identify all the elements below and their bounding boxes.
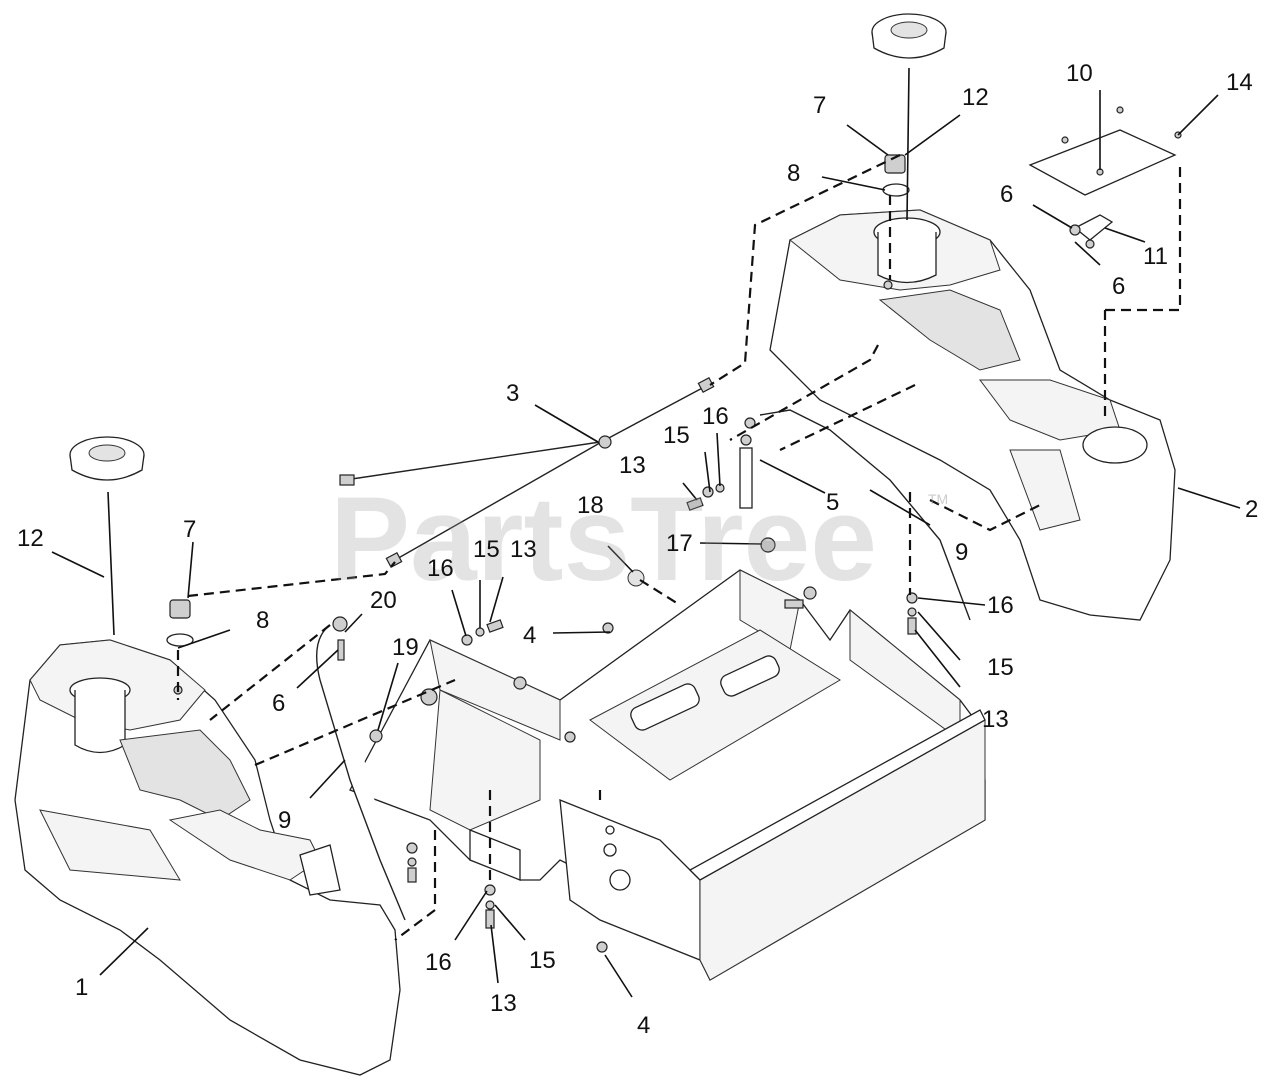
fuel-cap-left bbox=[69, 436, 145, 481]
callout-9: 9 bbox=[278, 807, 291, 834]
fuel-cap-right bbox=[871, 13, 947, 59]
callout-6: 6 bbox=[272, 690, 285, 717]
bolt-stack-center bbox=[461, 483, 725, 646]
callout-7: 7 bbox=[813, 92, 826, 119]
watermark-trademark: TM bbox=[928, 491, 948, 507]
callout-5: 5 bbox=[826, 489, 839, 516]
callout-13: 13 bbox=[982, 706, 1009, 733]
fuel-valve-7-right bbox=[882, 154, 910, 197]
callout-10: 10 bbox=[1066, 60, 1093, 87]
valve-bracket-11 bbox=[1069, 214, 1114, 249]
callout-13: 13 bbox=[619, 452, 646, 479]
callout-15: 15 bbox=[473, 536, 500, 563]
leader-lines bbox=[51, 67, 1241, 998]
callout-20: 20 bbox=[370, 587, 397, 614]
callout-16: 16 bbox=[702, 403, 729, 430]
clamp-4 bbox=[596, 622, 614, 953]
bolt-stack-lower bbox=[406, 842, 496, 929]
callout-15: 15 bbox=[987, 654, 1014, 681]
grommet-18 bbox=[627, 569, 645, 587]
callouts: 1 2 3 4 4 5 6 6 6 7 7 8 8 9 9 10 11 12 1… bbox=[17, 60, 1258, 1039]
fuel-valve-7-left bbox=[166, 599, 194, 647]
callout-12: 12 bbox=[17, 525, 44, 552]
callout-4: 4 bbox=[523, 622, 536, 649]
callout-3: 3 bbox=[506, 380, 519, 407]
callout-1: 1 bbox=[75, 974, 88, 1001]
assembly-lines bbox=[176, 154, 1182, 941]
callout-11: 11 bbox=[1143, 243, 1168, 270]
callout-16: 16 bbox=[425, 949, 452, 976]
callout-16: 16 bbox=[987, 592, 1014, 619]
vent-plate-10 bbox=[1028, 106, 1182, 196]
callout-7: 7 bbox=[183, 516, 196, 543]
callout-2: 2 bbox=[1245, 496, 1258, 523]
fitting-20 bbox=[332, 616, 348, 661]
callout-14: 14 bbox=[1226, 69, 1253, 96]
callout-13: 13 bbox=[490, 990, 517, 1017]
callout-13: 13 bbox=[510, 536, 537, 563]
frame-chassis bbox=[349, 569, 986, 981]
callout-16: 16 bbox=[427, 555, 454, 582]
callout-15: 15 bbox=[529, 947, 556, 974]
clip-17 bbox=[760, 537, 776, 553]
watermark: PartsTree TM bbox=[330, 472, 948, 606]
callout-19: 19 bbox=[392, 634, 419, 661]
callout-18: 18 bbox=[577, 492, 604, 519]
callout-15: 15 bbox=[663, 422, 690, 449]
right-fuel-tank bbox=[769, 209, 1176, 621]
callout-4: 4 bbox=[637, 1012, 650, 1039]
fuel-hose-9-right bbox=[759, 409, 971, 621]
callout-8: 8 bbox=[256, 607, 269, 634]
callout-6: 6 bbox=[1112, 273, 1125, 300]
callout-12: 12 bbox=[962, 84, 989, 111]
clip-19 bbox=[369, 729, 383, 743]
fuel-filter-5 bbox=[739, 417, 756, 509]
callout-9: 9 bbox=[955, 539, 968, 566]
callout-8: 8 bbox=[787, 160, 800, 187]
callout-6: 6 bbox=[1000, 181, 1013, 208]
left-fuel-tank bbox=[14, 639, 401, 1076]
watermark-text: PartsTree bbox=[330, 472, 877, 606]
fuel-line-3 bbox=[339, 376, 715, 569]
bolt-stack-right bbox=[906, 592, 918, 635]
callout-17: 17 bbox=[666, 530, 693, 557]
